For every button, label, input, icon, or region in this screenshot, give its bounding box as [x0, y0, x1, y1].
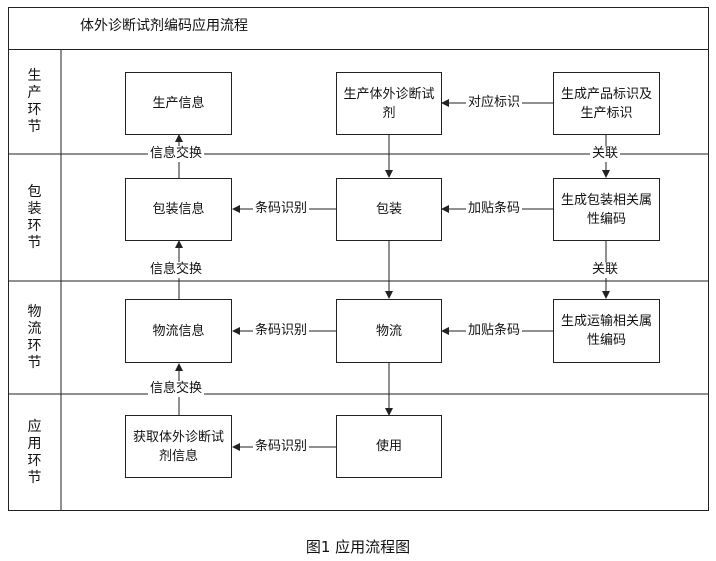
figure-caption: 图1 应用流程图	[305, 538, 411, 556]
label-barcode-recognition-2: 条码识别	[253, 323, 310, 339]
label-association-2: 关联	[590, 262, 621, 278]
node-packaging-info: 包装信息	[125, 178, 232, 241]
label-info-exchange-1: 信息交换	[148, 146, 205, 162]
node-ivd-reagent: 生产体外诊断试剂	[336, 72, 442, 135]
node-logistics: 物流	[336, 299, 442, 363]
diagram-title: 体外诊断试剂编码应用流程	[80, 18, 248, 34]
label-association-1: 关联	[590, 146, 621, 162]
node-logistics-info: 物流信息	[125, 299, 232, 363]
label-add-barcode-2: 加贴条码	[466, 323, 523, 339]
label-correspond-id: 对应标识	[466, 95, 523, 111]
label-info-exchange-2: 信息交换	[148, 262, 205, 278]
title-row	[8, 7, 709, 50]
lane-label-logistics: 物流环节	[27, 303, 42, 371]
node-packaging: 包装	[336, 178, 442, 241]
node-obtain-info: 获取体外诊断试剂信息	[125, 415, 232, 478]
node-gen-transport-code: 生成运输相关属性编码	[553, 299, 660, 363]
lane-label-production: 生产环节	[27, 68, 42, 135]
label-barcode-recognition-3: 条码识别	[253, 439, 310, 455]
label-barcode-recognition-1: 条码识别	[253, 201, 310, 217]
node-use: 使用	[336, 415, 442, 478]
node-gen-product-id: 生成产品标识及生产标识	[553, 72, 660, 135]
node-production-info: 生产信息	[125, 72, 232, 135]
lane-label-application: 应用环节	[27, 418, 42, 486]
node-gen-packaging-code: 生成包装相关属性编码	[553, 178, 660, 241]
label-add-barcode-1: 加贴条码	[466, 201, 523, 217]
label-info-exchange-3: 信息交换	[148, 381, 205, 397]
lane-label-packaging: 包装环节	[27, 183, 42, 251]
